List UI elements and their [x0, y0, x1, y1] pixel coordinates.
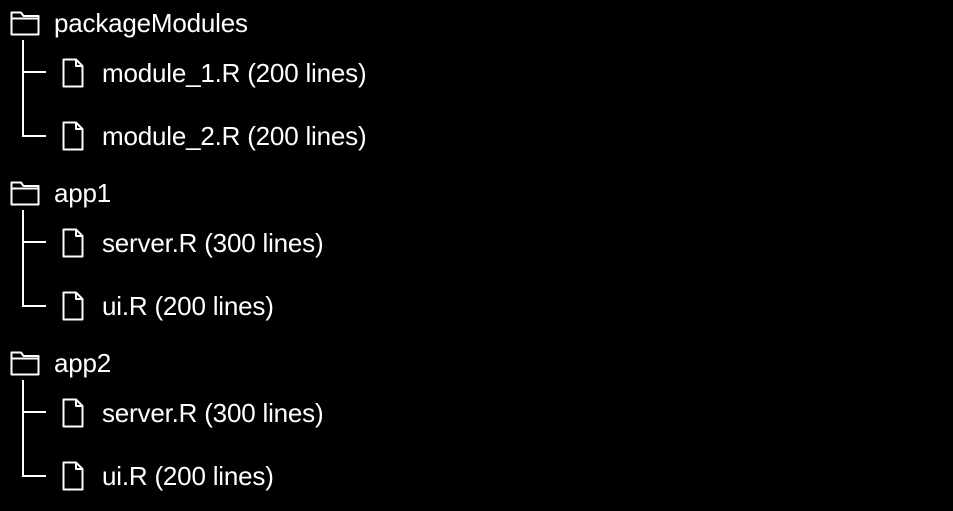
- file-item[interactable]: server.R (300 lines): [62, 226, 324, 260]
- file-label: ui.R (200 lines): [102, 461, 274, 491]
- tree-connector: [22, 40, 46, 148]
- file-item[interactable]: module_2.R (200 lines): [62, 119, 367, 153]
- folder-label: app2: [54, 348, 112, 378]
- file-icon: [62, 461, 84, 491]
- file-item[interactable]: ui.R (200 lines): [62, 459, 274, 493]
- file-label: module_1.R (200 lines): [102, 58, 367, 88]
- folder-icon: [10, 180, 40, 206]
- file-icon: [62, 398, 84, 428]
- file-icon: [62, 58, 84, 88]
- tree-connector: [22, 380, 46, 488]
- folder-item-app2[interactable]: app2: [10, 348, 111, 378]
- file-icon: [62, 121, 84, 151]
- file-icon: [62, 228, 84, 258]
- file-label: ui.R (200 lines): [102, 291, 274, 321]
- folder-label: packageModules: [54, 8, 248, 38]
- folder-label: app1: [54, 178, 112, 208]
- file-item[interactable]: ui.R (200 lines): [62, 289, 274, 323]
- tree-connector: [22, 210, 46, 318]
- folder-icon: [10, 350, 40, 376]
- file-label: module_2.R (200 lines): [102, 121, 367, 151]
- file-item[interactable]: server.R (300 lines): [62, 396, 324, 430]
- folder-icon: [10, 10, 40, 36]
- file-label: server.R (300 lines): [102, 228, 324, 258]
- folder-item-packagemodules[interactable]: packageModules: [10, 8, 248, 38]
- file-item[interactable]: module_1.R (200 lines): [62, 56, 367, 90]
- file-label: server.R (300 lines): [102, 398, 324, 428]
- folder-item-app1[interactable]: app1: [10, 178, 111, 208]
- file-icon: [62, 291, 84, 321]
